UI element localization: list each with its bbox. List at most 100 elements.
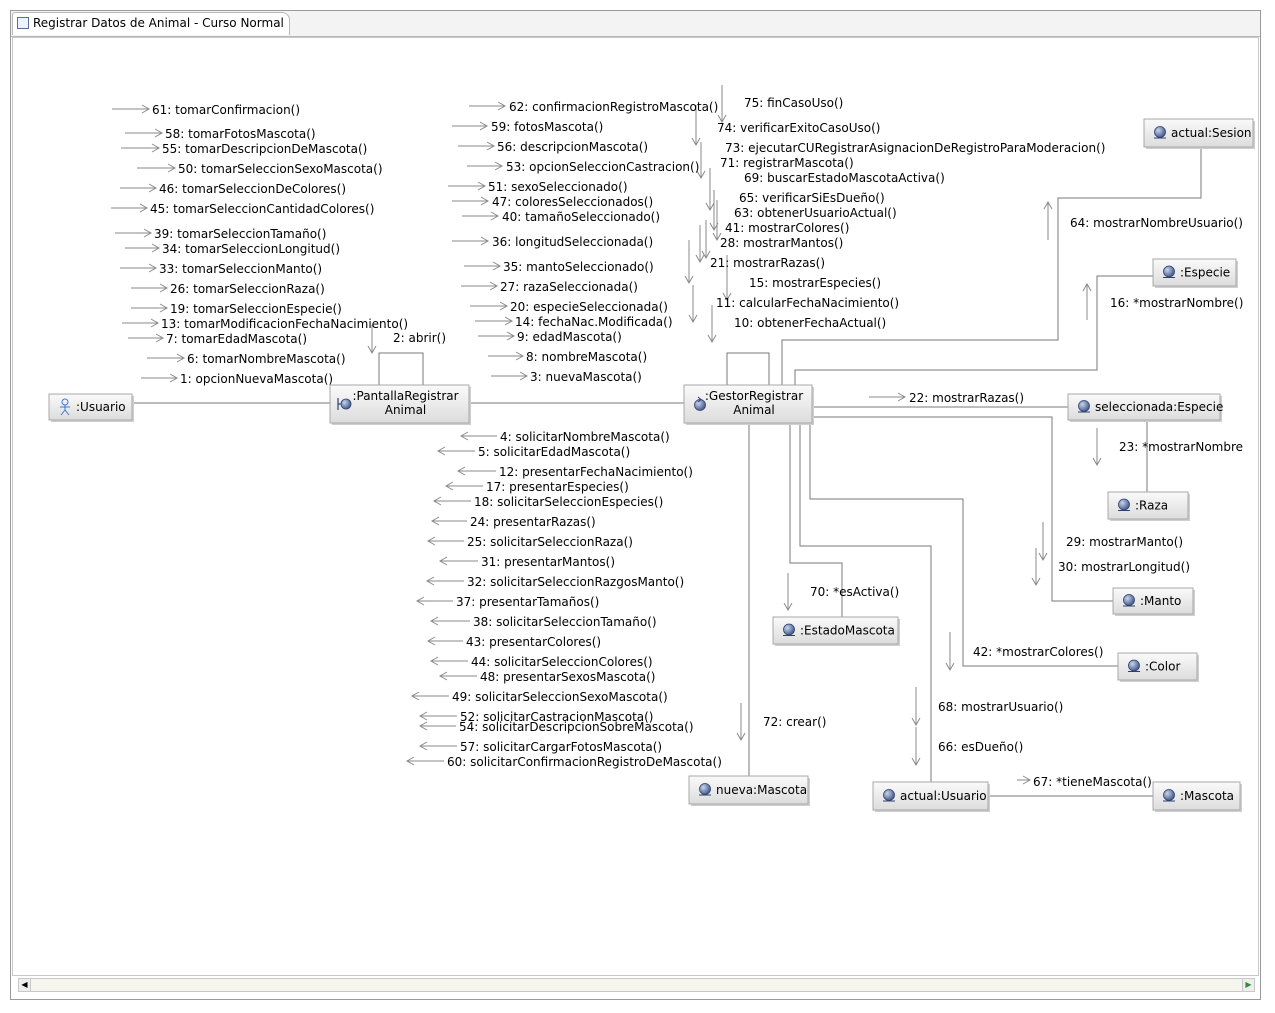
editor-tab[interactable]: Registrar Datos de Animal - Curso Normal bbox=[12, 12, 290, 35]
message-label: 67: *tieneMascota() bbox=[1033, 775, 1152, 789]
message-label: 54: solicitarDescripcionSobreMascota() bbox=[459, 720, 694, 734]
node-actual-sesion[interactable]: actual:Sesion bbox=[1143, 118, 1255, 149]
node-seleccionada-especie[interactable]: seleccionada:Especie bbox=[1067, 393, 1223, 422]
node-label: :Especie bbox=[1180, 266, 1230, 280]
message-label: 30: mostrarLongitud() bbox=[1058, 560, 1190, 574]
arrow-gestor-pantalla-msg bbox=[444, 481, 483, 491]
arrow-gestor-pantalla-msg bbox=[418, 711, 457, 721]
message-label: 44: solicitarSeleccionColores() bbox=[471, 655, 653, 669]
node-label: :Usuario bbox=[76, 400, 126, 414]
node-especie[interactable]: :Especie bbox=[1152, 258, 1238, 288]
arrow-self-gestor bbox=[688, 285, 698, 324]
arrow-sesion-msg bbox=[1043, 200, 1053, 240]
arrow-pantalla-gestor-msg bbox=[452, 236, 490, 246]
node-label: nueva:Mascota bbox=[716, 783, 807, 797]
message-label: 39: tomarSeleccionTamaño() bbox=[154, 227, 326, 241]
message-label: 19: tomarSeleccionEspecie() bbox=[170, 302, 342, 316]
tab-title: Registrar Datos de Animal - Curso Normal bbox=[33, 16, 284, 30]
arrow-user-msg bbox=[147, 353, 186, 363]
link-gestor-manto bbox=[812, 416, 1113, 602]
message-label: 20: especieSeleccionada() bbox=[510, 300, 668, 314]
arrows-layer bbox=[111, 85, 1102, 785]
message-label: 59: fotosMascota() bbox=[491, 120, 603, 134]
arrow-self-gestor bbox=[707, 305, 717, 344]
arrow-self-gestor bbox=[696, 142, 706, 180]
scroll-left-button[interactable]: ◀ bbox=[19, 979, 31, 991]
arrow-mascota-msg bbox=[1017, 775, 1032, 785]
scroll-right-button[interactable]: ▶ bbox=[1242, 979, 1254, 991]
horizontal-scrollbar[interactable]: ◀ ▶ bbox=[18, 978, 1255, 992]
link-gestor-especie bbox=[794, 275, 1153, 385]
arrow-pantalla-gestor-msg bbox=[462, 211, 500, 221]
node-raza[interactable]: :Raza bbox=[1107, 491, 1190, 521]
arrow-user-msg bbox=[120, 263, 158, 273]
message-label: 4: solicitarNombreMascota() bbox=[500, 430, 670, 444]
entity-icon bbox=[1118, 498, 1130, 511]
arrow-gestor-pantalla-msg bbox=[459, 431, 497, 441]
message-label: 36: longitudSeleccionada() bbox=[492, 235, 653, 249]
arrow-pantalla-gestor-msg bbox=[458, 141, 496, 151]
node-usuario[interactable]: :Usuario bbox=[48, 393, 134, 422]
entity-icon bbox=[699, 783, 711, 796]
arrow-manto-msg1 bbox=[1038, 522, 1048, 562]
arrow-gestor-pantalla-msg bbox=[456, 466, 496, 476]
entity-icon bbox=[883, 789, 895, 802]
message-label: 35: mantoSeleccionado() bbox=[503, 260, 654, 274]
message-label: 66: esDueño() bbox=[938, 740, 1023, 754]
node-mascota[interactable]: :Mascota bbox=[1152, 781, 1242, 812]
message-labels-layer: 61: tomarConfirmacion()58: tomarFotosMas… bbox=[150, 96, 1243, 789]
arrow-gestor-pantalla-msg bbox=[418, 721, 456, 731]
node-label: :Color bbox=[1145, 660, 1180, 674]
node-color[interactable]: :Color bbox=[1117, 652, 1199, 682]
node-manto[interactable]: :Manto bbox=[1112, 587, 1195, 616]
message-label: 3: nuevaMascota() bbox=[530, 370, 642, 384]
arrow-gestor-pantalla-msg bbox=[426, 536, 464, 546]
arrow-gestor-pantalla-msg bbox=[432, 496, 471, 506]
boundary-icon bbox=[337, 398, 352, 410]
arrow-gestor-pantalla-msg bbox=[425, 576, 464, 586]
node-actual-usuario[interactable]: actual:Usuario bbox=[872, 781, 990, 812]
arrow-pantalla-gestor-msg bbox=[452, 196, 490, 206]
message-label: 64: mostrarNombreUsuario() bbox=[1070, 216, 1243, 230]
actor-icon bbox=[60, 398, 70, 416]
arrow-selespecie-msg bbox=[869, 392, 907, 402]
arrow-user-msg bbox=[141, 373, 179, 383]
message-label: 10: obtenerFechaActual() bbox=[734, 316, 886, 330]
arrow-pantalla-gestor-msg bbox=[475, 316, 514, 326]
arrow-usuario-msg1 bbox=[911, 687, 921, 727]
arrow-user-msg bbox=[125, 128, 164, 138]
arrow-pantalla-gestor-msg bbox=[448, 181, 487, 191]
node-estado-mascota[interactable]: :EstadoMascota bbox=[772, 616, 900, 646]
arrow-user-msg bbox=[121, 143, 161, 153]
node-label: :GestorRegistrar bbox=[705, 389, 803, 403]
arrow-pantalla-gestor-msg bbox=[464, 261, 502, 271]
arrow-gestor-pantalla-msg bbox=[436, 446, 475, 456]
link-self-gestor bbox=[726, 352, 770, 385]
message-label: 32: solicitarSeleccionRazgosManto() bbox=[467, 575, 684, 589]
arrow-user-msg bbox=[131, 283, 169, 293]
link-gestor-estado bbox=[789, 423, 843, 617]
message-label: 14: fechaNac.Modificada() bbox=[515, 315, 673, 329]
arrow-gestor-pantalla-msg bbox=[438, 671, 477, 681]
message-label: 8: nombreMascota() bbox=[526, 350, 647, 364]
message-label: 21: mostrarRazas() bbox=[710, 256, 825, 270]
arrow-manto-msg2 bbox=[1031, 548, 1041, 587]
arrow-user-msg bbox=[112, 104, 151, 114]
entity-icon bbox=[1128, 659, 1140, 672]
message-label: 34: tomarSeleccionLongitud() bbox=[162, 242, 340, 256]
message-label: 7: tomarEdadMascota() bbox=[166, 332, 307, 346]
message-label: 29: mostrarManto() bbox=[1066, 535, 1183, 549]
message-label: 16: *mostrarNombre() bbox=[1110, 296, 1243, 310]
message-label: 24: presentarRazas() bbox=[470, 515, 596, 529]
message-label: 69: buscarEstadoMascotaActiva() bbox=[744, 171, 945, 185]
message-label: 27: razaSeleccionada() bbox=[500, 280, 638, 294]
link-self-pantalla bbox=[378, 352, 424, 385]
arrow-user-msg bbox=[120, 183, 158, 193]
link-gestor-sesion bbox=[781, 147, 1202, 385]
message-label: 63: obtenerUsuarioActual() bbox=[734, 206, 897, 220]
node-nueva-mascota[interactable]: nueva:Mascota bbox=[688, 775, 810, 806]
arrow-self-gestor bbox=[701, 220, 711, 260]
node-label: actual:Usuario bbox=[900, 789, 987, 803]
